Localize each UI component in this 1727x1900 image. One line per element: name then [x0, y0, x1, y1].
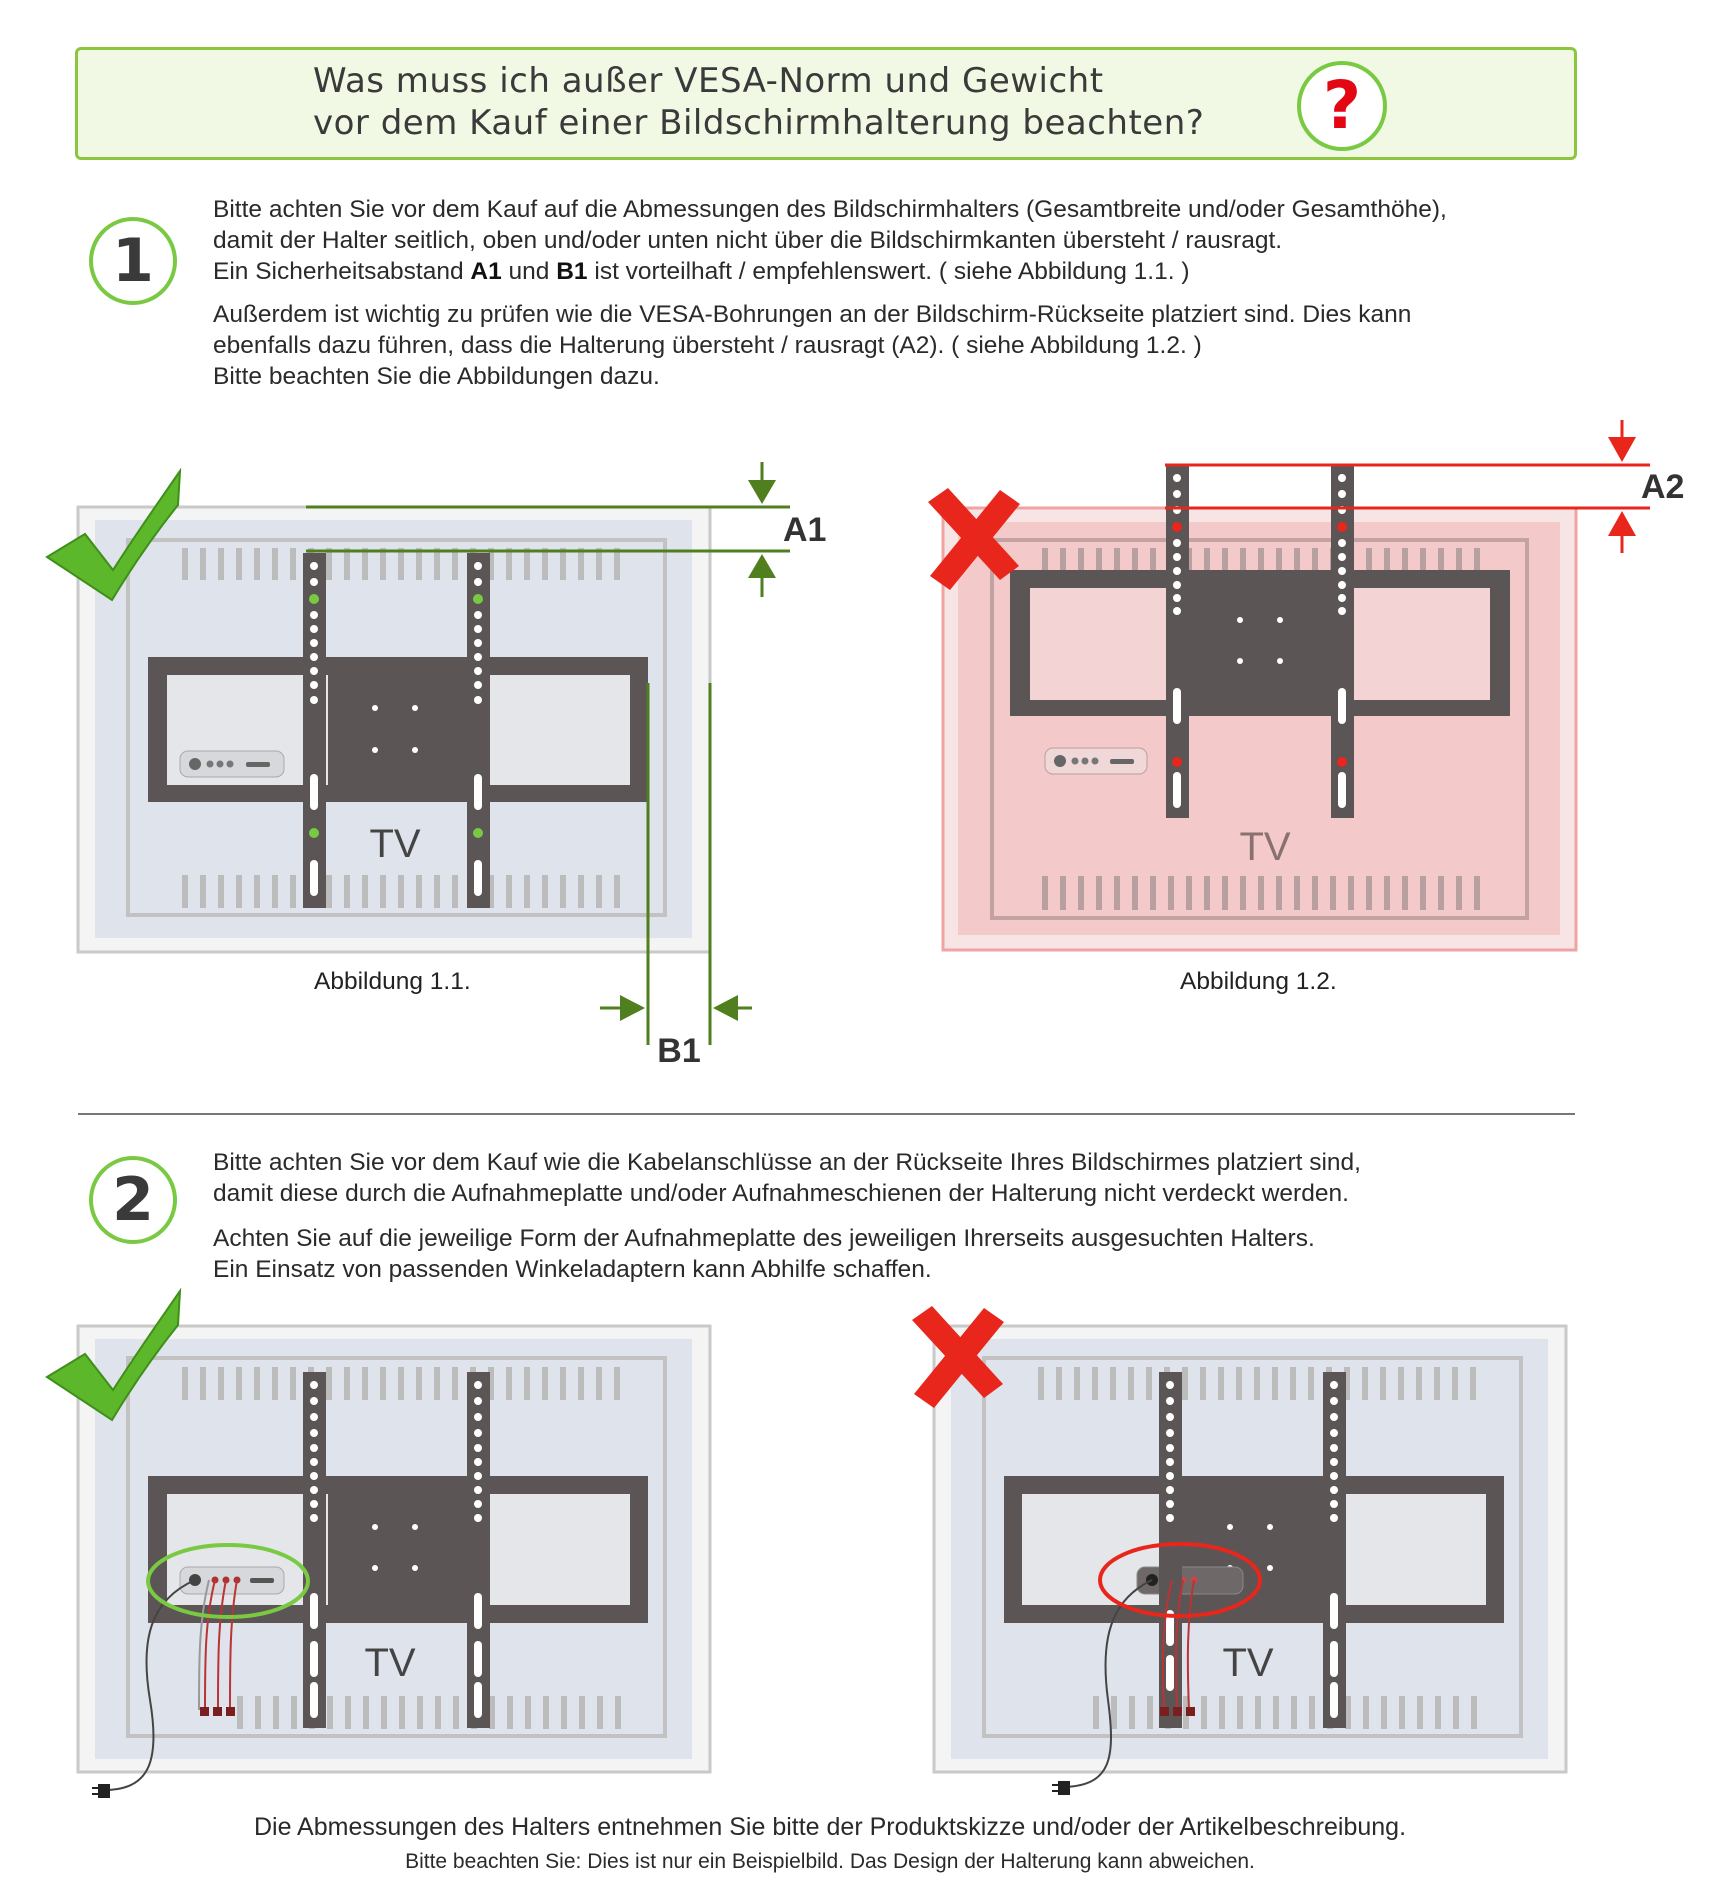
step-1-paragraph-1: Bitte achten Sie vor dem Kauf auf die Ab… — [213, 194, 1447, 287]
connector-panel — [179, 1566, 285, 1595]
checkmark-icon — [45, 1287, 182, 1422]
figure-1-2: TV A2 — [928, 420, 1684, 952]
step-1-number: 1 — [89, 217, 177, 305]
text-span: ist vorteilhaft / empfehlenswert. ( sieh… — [587, 258, 1190, 285]
checkmark-icon — [45, 467, 182, 602]
mount-rail-left — [303, 1372, 326, 1728]
header-title: Was muss ich außer VESA-Norm und Gewicht… — [313, 60, 1313, 144]
footer-disclaimer: Bitte beachten Sie: Dies ist nur ein Bei… — [405, 1850, 1255, 1873]
mount-plate-frame — [148, 1476, 648, 1623]
cross-icon — [928, 488, 1020, 590]
step-2-paragraph-1: Bitte achten Sie vor dem Kauf wie die Ka… — [213, 1147, 1361, 1209]
dimension-label-a1: A1 — [783, 511, 826, 549]
dimension-label-a2: A2 — [1641, 468, 1684, 506]
cross-icon — [912, 1306, 1004, 1408]
vent-bottom — [1093, 1696, 1477, 1729]
text-line: damit der Halter seitlich, oben und/oder… — [213, 227, 1283, 254]
center-plate — [1180, 1476, 1326, 1623]
label-a1: A1 — [470, 258, 502, 285]
text-line: Ein Sicherheitsabstand A1 und B1 ist vor… — [213, 256, 1447, 287]
mount-rail-right — [1331, 465, 1354, 818]
figure-2-correct: TV — [45, 1287, 712, 1798]
step-2-paragraph-2: Achten Sie auf die jeweilige Form der Au… — [213, 1223, 1315, 1285]
figure-2-wrong: TV — [912, 1306, 1568, 1795]
figure-1-1: TV A1 B1 — [45, 462, 826, 1070]
text-line: Bitte achten Sie vor dem Kauf wie die Ka… — [213, 1149, 1361, 1176]
vent-bottom — [182, 875, 620, 908]
footer-note: Die Abmessungen des Halters entnehmen Si… — [253, 1813, 1407, 1841]
text-line: Bitte achten Sie vor dem Kauf auf die Ab… — [213, 196, 1447, 223]
tv-label: TV — [369, 822, 420, 866]
arrow-up-icon — [748, 554, 776, 578]
highlight-ring — [146, 1543, 310, 1619]
mount-plate-frame — [148, 657, 648, 802]
text-line: Bitte beachten Sie die Abbildungen dazu. — [213, 363, 660, 390]
question-mark-icon: ? — [1297, 61, 1387, 151]
dimension-label-b1: B1 — [657, 1032, 700, 1070]
mount-rail-right — [467, 1372, 490, 1728]
header-title-line2: vor dem Kauf einer Bildschirmhalterung b… — [313, 103, 1205, 143]
center-plate — [328, 1476, 474, 1623]
plug-icon — [1052, 1781, 1070, 1795]
mount-plate-frame — [1004, 1476, 1504, 1623]
arrow-up-icon — [1608, 511, 1636, 536]
arrow-down-icon — [748, 480, 776, 504]
tv-inner-outline — [126, 1356, 667, 1738]
text-line: Ein Einsatz von passenden Winkeladaptern… — [213, 1256, 932, 1283]
center-plate — [328, 657, 474, 802]
header-title-line1: Was muss ich außer VESA-Norm und Gewicht — [313, 61, 1104, 101]
tv-inner-outline — [990, 538, 1529, 920]
text-line: Achten Sie auf die jeweilige Form der Au… — [213, 1225, 1315, 1252]
arrow-right-icon — [620, 995, 645, 1021]
mount-rail-right — [467, 553, 490, 908]
mount-rail-left — [1166, 465, 1189, 818]
vent-top — [182, 548, 620, 580]
label-b1: B1 — [556, 258, 588, 285]
tv-label: TV — [364, 1641, 415, 1685]
tv-label: TV — [1222, 1641, 1273, 1685]
cables — [1064, 1579, 1195, 1788]
text-line: damit diese durch die Aufnahmeplatte und… — [213, 1180, 1349, 1207]
figure-1-2-caption: Abbildung 1.2. — [1180, 968, 1337, 995]
tv-label: TV — [1239, 825, 1290, 869]
arrow-left-icon — [713, 995, 738, 1021]
section-divider — [78, 1113, 1575, 1115]
arrow-down-icon — [1608, 437, 1636, 462]
step-1-paragraph-2: Außerdem ist wichtig zu prüfen wie die V… — [213, 299, 1411, 392]
tv-inner-outline — [982, 1356, 1523, 1738]
center-plate — [1185, 570, 1331, 716]
plug-icon — [92, 1784, 110, 1798]
text-span: und — [501, 258, 557, 285]
text-line: Außerdem ist wichtig zu prüfen wie die V… — [213, 301, 1412, 328]
mount-plate-frame — [1010, 570, 1510, 716]
text-line: ebenfalls dazu führen, dass die Halterun… — [213, 332, 1202, 359]
text-span: Ein Sicherheitsabstand — [213, 258, 471, 285]
vent-top — [182, 1367, 620, 1400]
mount-rail-right — [1323, 1372, 1346, 1728]
tv-inner-outline — [126, 538, 667, 917]
step-2-number: 2 — [89, 1156, 177, 1244]
vent-bottom — [1042, 876, 1480, 910]
highlight-ring — [1098, 1542, 1262, 1618]
mount-rail-left — [303, 553, 326, 908]
figure-1-1-caption: Abbildung 1.1. — [314, 968, 471, 995]
